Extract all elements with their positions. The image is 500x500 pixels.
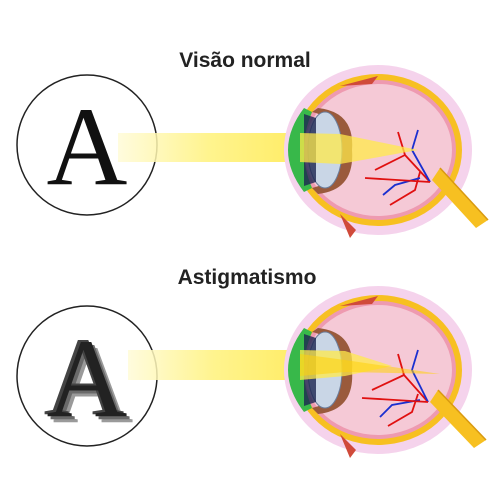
panel-normal-vision: A bbox=[16, 49, 489, 238]
eye-cross-section-icon bbox=[284, 286, 487, 458]
svg-text:A: A bbox=[53, 323, 134, 447]
blurred-letter: A A A A bbox=[44, 315, 134, 447]
panel-title: Visão normal bbox=[179, 49, 311, 72]
svg-text:A: A bbox=[44, 315, 125, 439]
object-letter: A bbox=[47, 85, 128, 209]
astigmatism-scene: A A A A bbox=[16, 286, 487, 458]
light-beam bbox=[128, 350, 300, 380]
panel-title: Astigmatismo bbox=[177, 266, 317, 289]
normal-vision-scene: A bbox=[16, 65, 489, 238]
svg-text:A: A bbox=[50, 320, 131, 444]
light-beam bbox=[118, 133, 300, 162]
eye-cross-section-icon bbox=[284, 65, 489, 238]
panel-astigmatism: A A A A bbox=[0, 250, 500, 500]
object-letter: A bbox=[47, 317, 128, 441]
